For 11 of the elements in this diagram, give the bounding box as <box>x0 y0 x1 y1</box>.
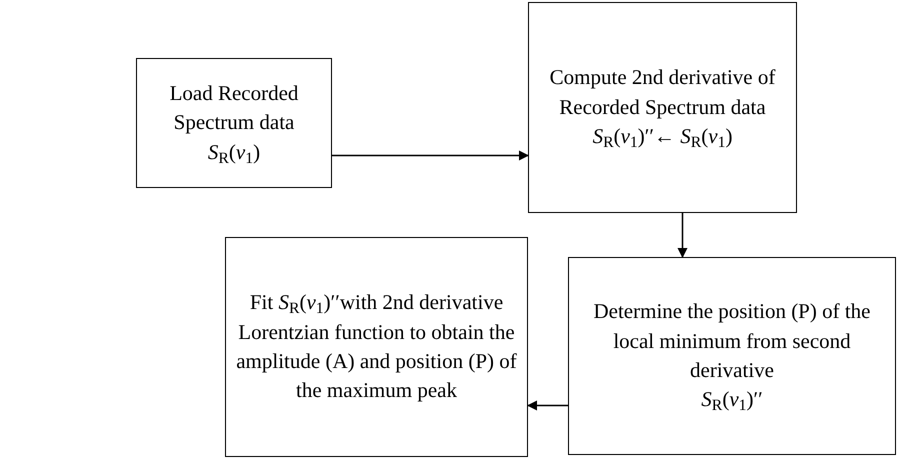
process-box <box>528 2 797 213</box>
process-box <box>136 58 332 188</box>
arrow <box>527 400 568 410</box>
process-box <box>225 237 528 457</box>
process-box <box>568 257 896 455</box>
box-text: S$_{R}$(v$_{1}$) <box>208 138 260 168</box>
box-text: Fit S$_{R}$(v$_{1}$)′′with 2nd derivative Lorentzian function to obtain the amplitude (A) and position (P) of the maximum peak <box>235 289 518 404</box>
arrow <box>332 150 529 160</box>
box-text: S$_{R}$(v$_{1}$)′′ <box>701 386 763 415</box>
box-text: S$_{R}$(v$_{1}$)′′← S$_{R}$(v$_{1}$) <box>592 123 732 152</box>
arrow <box>678 213 688 258</box>
